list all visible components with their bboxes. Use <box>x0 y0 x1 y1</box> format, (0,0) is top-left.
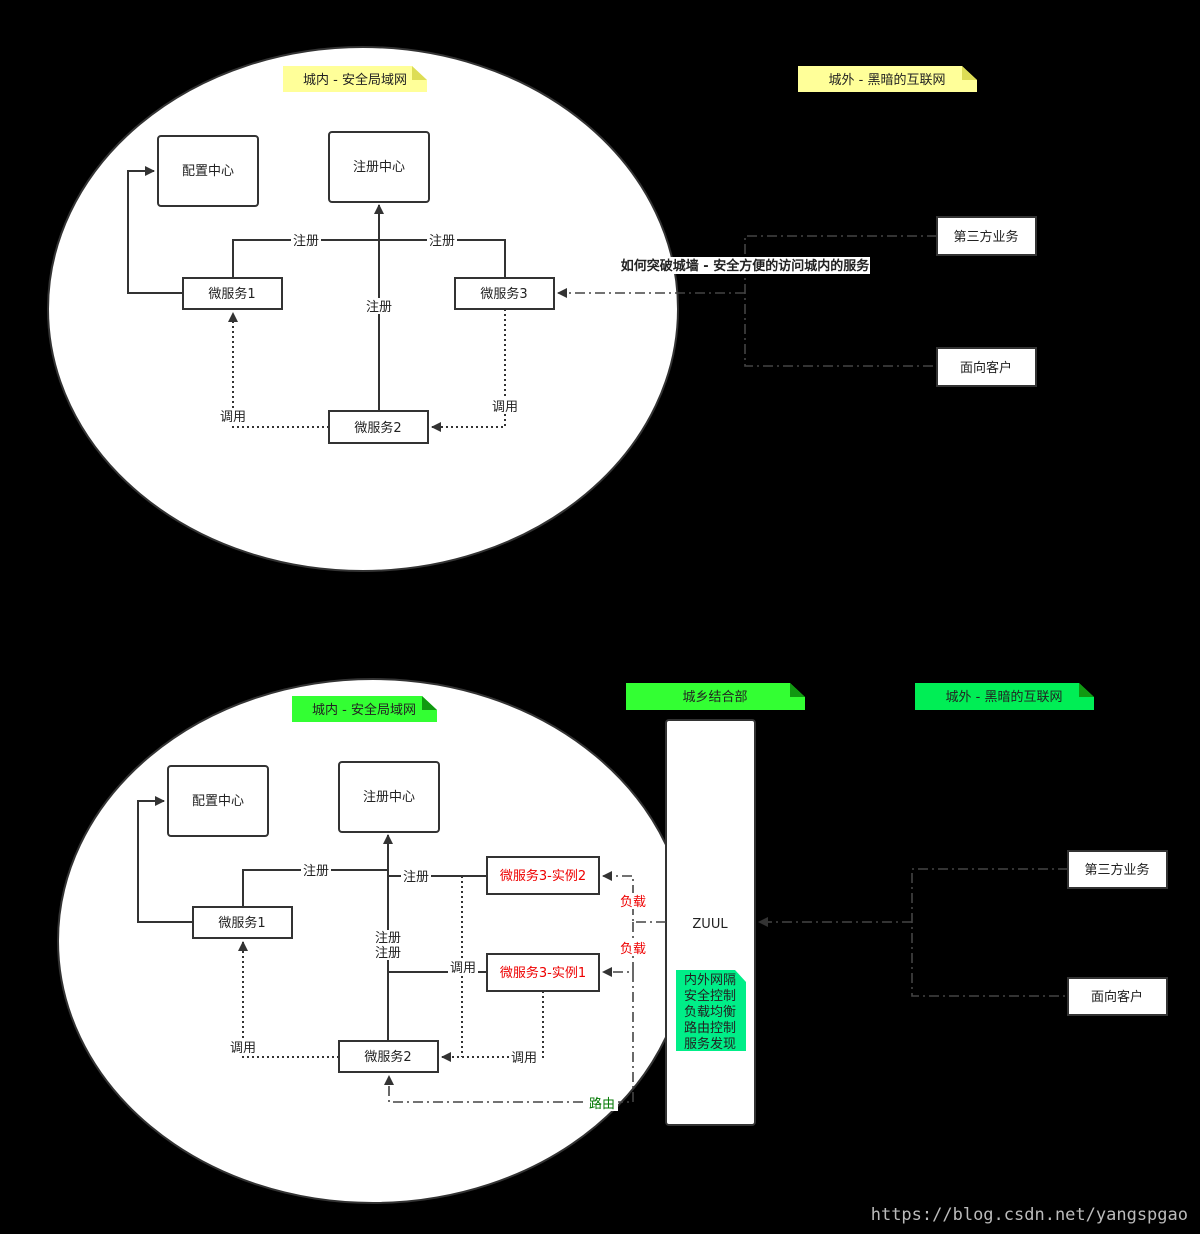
third-party-box-top: 第三方业务 <box>936 216 1037 256</box>
label-register-2: 注册 <box>429 234 455 249</box>
label-register-b4: 注册 <box>375 946 401 961</box>
zuul-feature-note: 内外网隔 安全控制 负载均衡 路由控制 服务发现 <box>676 970 746 1052</box>
svg-text:城外 - 黑暗的互联网: 城外 - 黑暗的互联网 <box>946 689 1063 705</box>
registry-center-box-top: 注册中心 <box>328 131 430 203</box>
svg-text:微服务2: 微服务2 <box>354 420 401 436</box>
ms2-box-top: 微服务2 <box>328 410 429 444</box>
label-register-3: 注册 <box>366 300 392 315</box>
link-inst2-call-ms2 <box>461 875 487 1057</box>
label-register-b3: 注册 <box>375 931 401 946</box>
link-ms1-config-b <box>137 796 193 923</box>
ms1-box-bottom: 微服务1 <box>192 906 293 939</box>
svg-text:城内 - 安全局域网: 城内 - 安全局域网 <box>312 702 416 718</box>
svg-text:服务发现: 服务发现 <box>684 1036 736 1052</box>
svg-text:内外网隔: 内外网隔 <box>684 972 736 988</box>
svg-text:第三方业务: 第三方业务 <box>953 229 1018 245</box>
svg-text:面向客户: 面向客户 <box>1091 989 1143 1005</box>
ms2-box-bottom: 微服务2 <box>338 1040 439 1073</box>
customer-box-bottom: 面向客户 <box>1067 977 1168 1016</box>
note-middle-bottom: 城乡结合部 <box>626 683 805 710</box>
label-call-b2: 调用 <box>230 1041 256 1056</box>
svg-text:城外 - 黑暗的互联网: 城外 - 黑暗的互联网 <box>829 72 946 88</box>
registry-center-box-bottom: 注册中心 <box>338 761 440 833</box>
link-external-clients <box>744 235 937 367</box>
label-call-2: 调用 <box>492 400 518 415</box>
svg-text:路由控制: 路由控制 <box>684 1020 736 1036</box>
svg-text:第三方业务: 第三方业务 <box>1084 862 1149 878</box>
link-inst1-call-ms2 <box>441 991 544 1062</box>
zuul-gateway[interactable]: ZUUL <box>665 719 756 1126</box>
ms3-box-top: 微服务3 <box>454 277 555 310</box>
svg-text:面向客户: 面向客户 <box>960 360 1012 376</box>
svg-text:微服务3-实例2: 微服务3-实例2 <box>500 868 586 884</box>
link-ms1-config <box>127 166 183 294</box>
question-label: 如何突破城墙 - 安全方便的访问城内的服务 <box>620 257 870 274</box>
link-ms1-register-b <box>242 869 388 907</box>
svg-text:微服务3-实例1: 微服务3-实例1 <box>500 965 586 981</box>
svg-text:配置中心: 配置中心 <box>192 794 244 809</box>
link-ms2-call-ms1-b <box>238 941 339 1058</box>
svg-text:注册中心: 注册中心 <box>353 160 405 175</box>
link-ms3-call-ms2 <box>431 309 506 432</box>
link-register-bus <box>232 239 506 278</box>
label-register-b2: 注册 <box>403 870 429 885</box>
config-center-box-top: 配置中心 <box>157 135 259 207</box>
label-load-1: 负载 <box>620 895 646 910</box>
svg-text:微服务3: 微服务3 <box>480 286 527 302</box>
svg-text:如何突破城墙 - 安全方便的访问城内的服务: 如何突破城墙 - 安全方便的访问城内的服务 <box>621 258 870 274</box>
svg-text:安全控制: 安全控制 <box>684 988 736 1004</box>
svg-text:城内 - 安全局域网: 城内 - 安全局域网 <box>303 72 407 88</box>
link-external-clients-b <box>911 868 1068 997</box>
note-inside-bottom: 城内 - 安全局域网 <box>292 696 437 722</box>
svg-text:ZUUL: ZUUL <box>692 917 728 932</box>
svg-text:注册中心: 注册中心 <box>363 790 415 805</box>
config-center-box-bottom: 配置中心 <box>167 765 269 837</box>
svg-text:配置中心: 配置中心 <box>182 164 234 179</box>
svg-text:城乡结合部: 城乡结合部 <box>682 690 747 705</box>
label-load-2: 负载 <box>620 942 646 957</box>
label-register-1: 注册 <box>293 234 319 249</box>
ms3-instance2-box: 微服务3-实例2 <box>486 856 600 895</box>
link-zuul-route-ms2 <box>384 972 634 1103</box>
svg-text:微服务2: 微服务2 <box>364 1049 411 1065</box>
svg-text:负载均衡: 负载均衡 <box>684 1005 736 1020</box>
ms1-box-top: 微服务1 <box>182 277 283 310</box>
third-party-box-bottom: 第三方业务 <box>1067 850 1168 889</box>
ms3-instance1-box: 微服务3-实例1 <box>486 953 600 992</box>
label-call-1: 调用 <box>220 410 246 425</box>
label-call-b3: 调用 <box>511 1051 537 1066</box>
label-call-b1: 调用 <box>450 961 476 976</box>
link-ms2-call-ms1 <box>228 312 329 428</box>
svg-text:微服务1: 微服务1 <box>218 915 265 931</box>
svg-text:微服务1: 微服务1 <box>208 286 255 302</box>
watermark: https://blog.csdn.net/yangspgao <box>871 1205 1188 1225</box>
note-outside-bottom: 城外 - 黑暗的互联网 <box>915 683 1094 710</box>
note-outside-top: 城外 - 黑暗的互联网 <box>798 66 977 92</box>
inner-city-boundary-top <box>47 46 679 572</box>
note-inside-top: 城内 - 安全局域网 <box>283 66 427 92</box>
label-register-b1: 注册 <box>303 864 329 879</box>
label-route: 路由 <box>589 1096 615 1112</box>
customer-box-top: 面向客户 <box>936 347 1037 387</box>
